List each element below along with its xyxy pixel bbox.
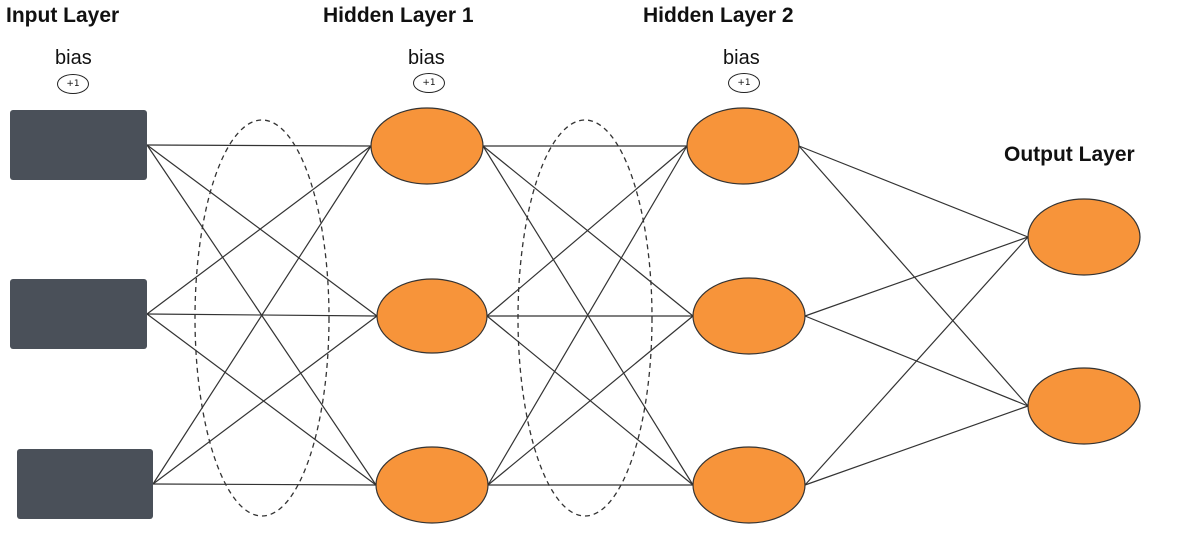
edge-hidden-1-3-to-hidden-2-1 [487,145,688,486]
input-layer-title: Input Layer [6,4,120,27]
output-neuron-2 [1027,367,1141,445]
edge-input-3-to-hidden-1-3 [152,483,377,486]
nodes-group [10,107,1141,524]
dropout-regions [194,119,653,517]
edge-hidden-2-2-to-output-1 [804,236,1029,317]
hidden-1-bias-label: bias [408,47,445,69]
dropout-ellipse-1 [194,119,330,517]
edge-input-3-to-hidden-1-2 [152,315,378,485]
edge-hidden-1-3-to-hidden-2-2 [487,315,694,486]
hidden-1-neuron-1 [370,107,484,185]
output-layer-title: Output Layer [1004,143,1135,166]
hidden-1-neuron-3 [375,446,489,524]
edge-hidden-2-3-to-output-2 [804,405,1029,486]
input-node-3 [17,449,153,519]
hidden-2-neuron-1 [686,107,800,185]
input-node-1 [10,110,147,180]
connections-group [146,144,1029,486]
hidden-2-bias-label: bias [723,47,760,69]
hidden-1-neuron-2 [376,278,488,354]
output-neuron-1 [1027,198,1141,276]
dropout-ellipse-2 [517,119,653,517]
hidden-layer-1-title: Hidden Layer 1 [323,4,474,27]
edge-hidden-2-1-to-output-2 [798,145,1029,407]
edge-input-2-to-hidden-1-1 [146,145,372,315]
edge-input-1-to-hidden-1-1 [146,144,372,147]
edge-input-2-to-hidden-1-3 [146,313,377,486]
hidden-layer-2-title: Hidden Layer 2 [643,4,794,27]
input-node-2 [10,279,147,349]
input-bias-node: +1 [57,74,89,94]
input-bias-label: bias [55,47,92,69]
edge-hidden-2-3-to-output-1 [804,236,1029,486]
edge-hidden-1-1-to-hidden-2-2 [482,145,694,317]
edge-hidden-1-2-to-hidden-2-1 [486,145,688,317]
edge-hidden-2-1-to-output-1 [798,145,1029,238]
hidden-2-neuron-3 [692,446,806,524]
edge-input-1-to-hidden-1-2 [146,144,378,317]
hidden-1-bias-node: +1 [413,73,445,93]
hidden-2-neuron-2 [692,277,806,355]
edge-input-3-to-hidden-1-1 [152,145,372,485]
hidden-2-bias-node: +1 [728,73,760,93]
